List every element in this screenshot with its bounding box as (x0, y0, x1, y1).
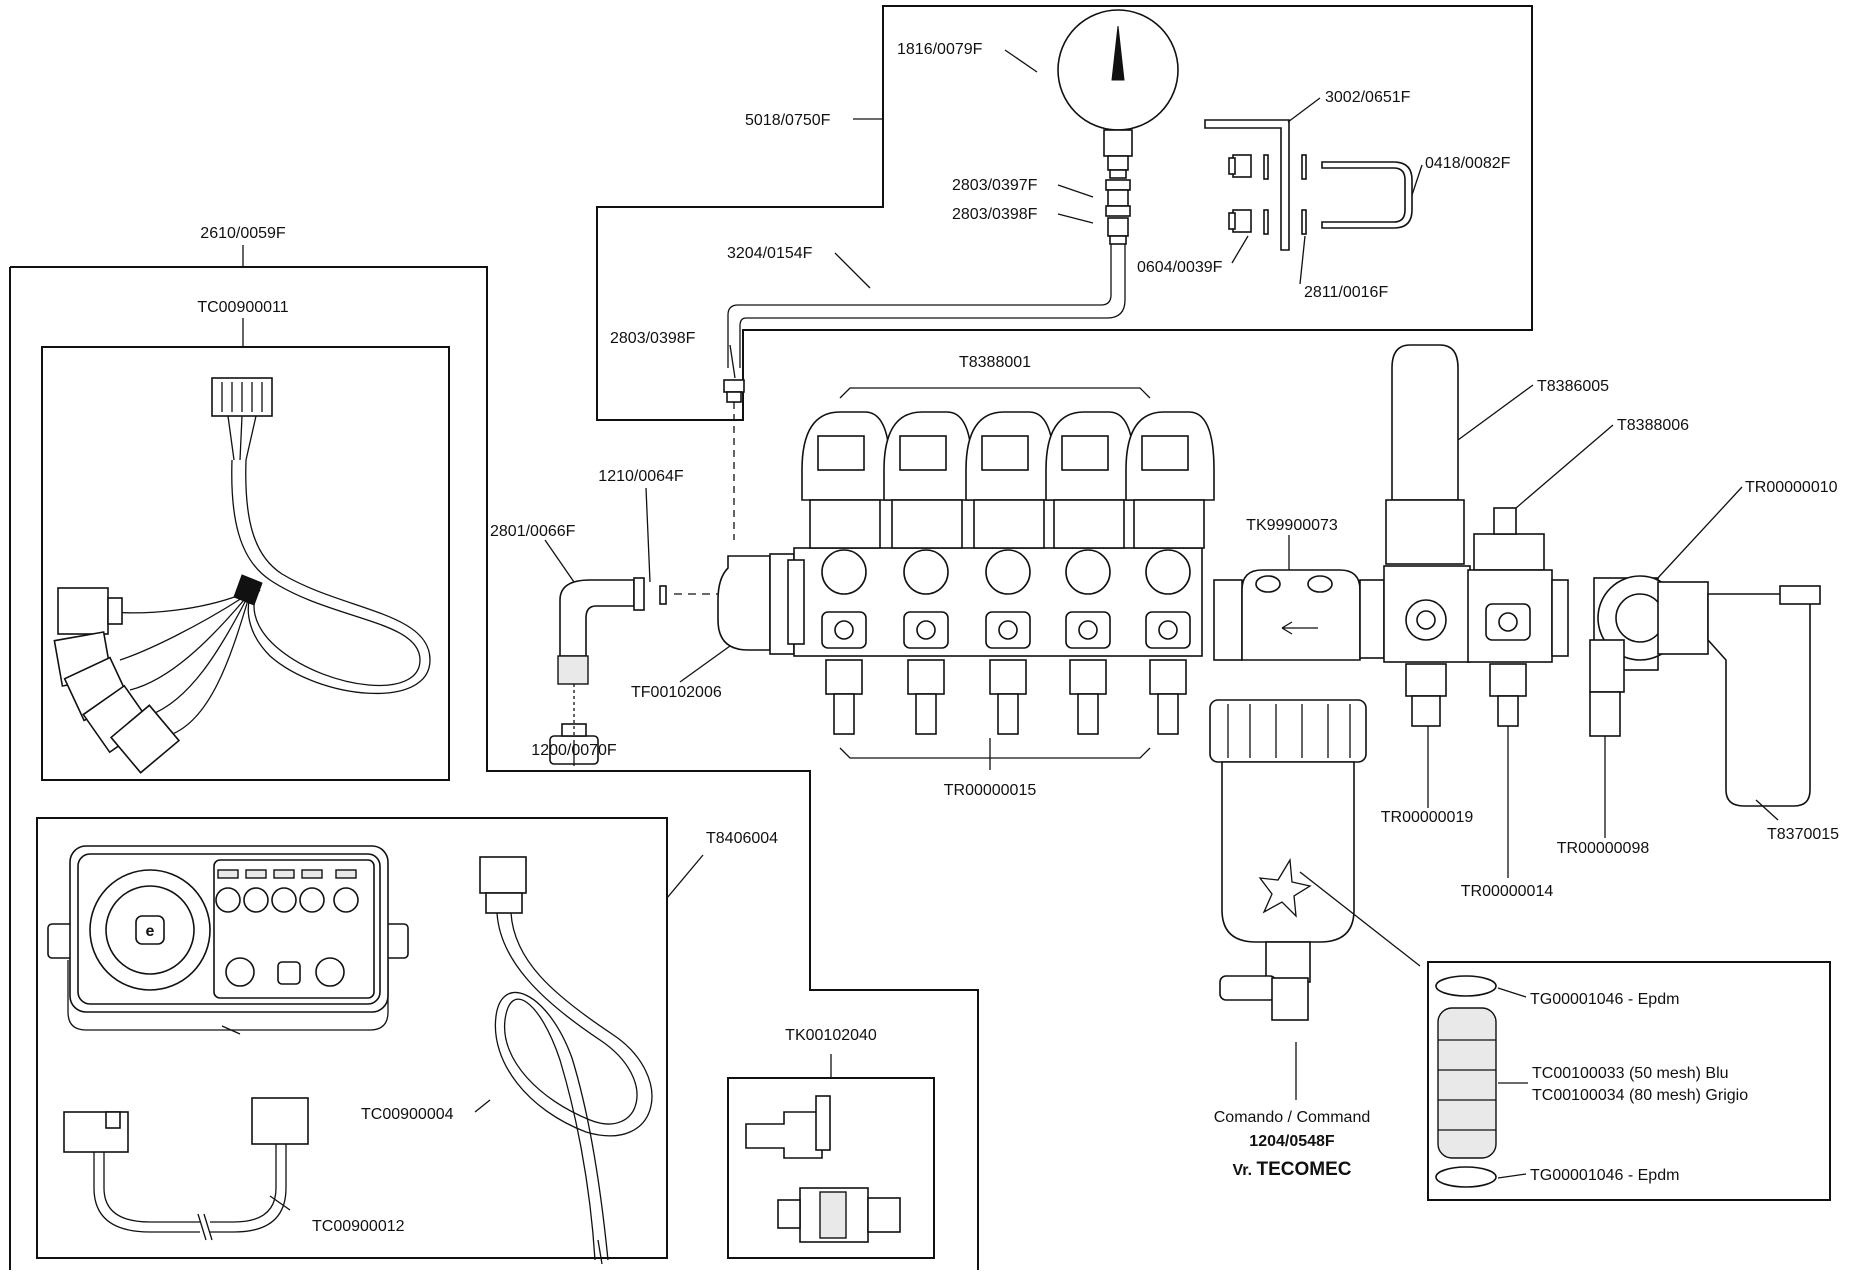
gauge-kit-frame (596, 5, 1533, 421)
valve-bypass (1383, 344, 1471, 727)
svg-text:e: e (146, 923, 155, 940)
label-tg00001046-top: TG00001046 - Epdm (1530, 991, 1679, 1008)
label-tr00000019: TR00000019 (1381, 809, 1474, 826)
valve-2 (883, 411, 973, 735)
label-tc00100033: TC00100033 (50 mesh) Blu (1532, 1065, 1729, 1082)
valve-1 (801, 411, 891, 735)
label-1200-0070f: 1200/0070F (531, 742, 617, 759)
label-tg00001046-bottom: TG00001046 - Epdm (1530, 1167, 1679, 1184)
label-command: Comando / Command (1214, 1109, 1371, 1126)
label-2803-0398f: 2803/0398F (952, 206, 1038, 223)
label-3204-0154f: 3204/0154F (727, 245, 813, 262)
label-t8388001: T8388001 (959, 354, 1031, 371)
u-bolt (1321, 161, 1413, 229)
label-tr00000010: TR00000010 (1745, 479, 1838, 496)
label-command-code: 1204/0548F (1249, 1133, 1335, 1150)
switch-row (215, 869, 359, 913)
label-0418-0082f: 0418/0082F (1425, 155, 1511, 172)
filter-parts-frame (1427, 961, 1831, 1201)
valve-5 (1125, 411, 1215, 735)
label-tc00100034: TC00100034 (80 mesh) Grigio (1532, 1087, 1748, 1104)
nuts-washers (1228, 154, 1307, 235)
harness-kit-frame (9, 245, 979, 1270)
elbow-fitting (549, 577, 728, 765)
label-2803-0398f-b: 2803/0398F (610, 330, 696, 347)
regulator (1589, 575, 1821, 807)
label-t8388006: T8388006 (1617, 417, 1689, 434)
label-0604-0039f: 0604/0039F (1137, 259, 1223, 276)
connector-parts (745, 1095, 901, 1243)
label-2801-0066f: 2801/0066F (490, 523, 576, 540)
label-2610-0059f: 2610/0059F (200, 225, 286, 242)
cable-tc00900004 (479, 856, 653, 1265)
label-tc00900004: TC00900004 (361, 1106, 454, 1123)
pressure-gauge (1057, 9, 1179, 245)
control-box-frame (36, 817, 668, 1259)
label-2811-0016f: 2811/0016F (1304, 284, 1388, 301)
manifold (717, 344, 1821, 1021)
valve-t8388006 (1467, 507, 1569, 727)
label-tr00000098: TR00000098 (1557, 840, 1650, 857)
cable-tc00900012 (63, 1097, 309, 1241)
label-tc00900012: TC00900012 (312, 1218, 405, 1235)
filter-bowl (1209, 699, 1367, 1021)
label-3002-0651f: 3002/0651F (1325, 89, 1411, 106)
label-2803-0397f: 2803/0397F (952, 177, 1038, 194)
gauge-leaders (729, 49, 1423, 379)
label-tc00900011: TC00900011 (197, 299, 288, 316)
label-1816-0079f: 1816/0079F (897, 41, 983, 58)
control-box: e (47, 845, 409, 1031)
label-tf00102006: TF00102006 (631, 684, 722, 701)
gauge-tube (723, 244, 1126, 540)
label-t8406004: T8406004 (706, 830, 778, 847)
label-t8386005: T8386005 (1537, 378, 1609, 395)
bracket (1204, 119, 1290, 251)
main-leaders (221, 384, 1779, 1211)
label-t8370015: T8370015 (1767, 826, 1839, 843)
label-tk99900073: TK99900073 (1246, 517, 1338, 534)
filter-parts (1435, 975, 1528, 1188)
label-tk00102040: TK00102040 (785, 1027, 877, 1044)
label-tr00000015: TR00000015 (944, 782, 1037, 799)
harness-cable (53, 377, 431, 774)
label-brand: Vr. TECOMEC (1232, 1159, 1351, 1180)
filter-head (1213, 569, 1385, 661)
label-tr00000014: TR00000014 (1461, 883, 1554, 900)
label-1210-0064f: 1210/0064F (598, 468, 684, 485)
labels: 5018/0750F 1816/0079F 3002/0651F 0418/00… (197, 41, 1839, 1235)
label-5018-0750f: 5018/0750F (745, 112, 831, 129)
valve-4 (1045, 411, 1135, 735)
harness-box (41, 346, 450, 781)
valve-3 (965, 411, 1055, 735)
